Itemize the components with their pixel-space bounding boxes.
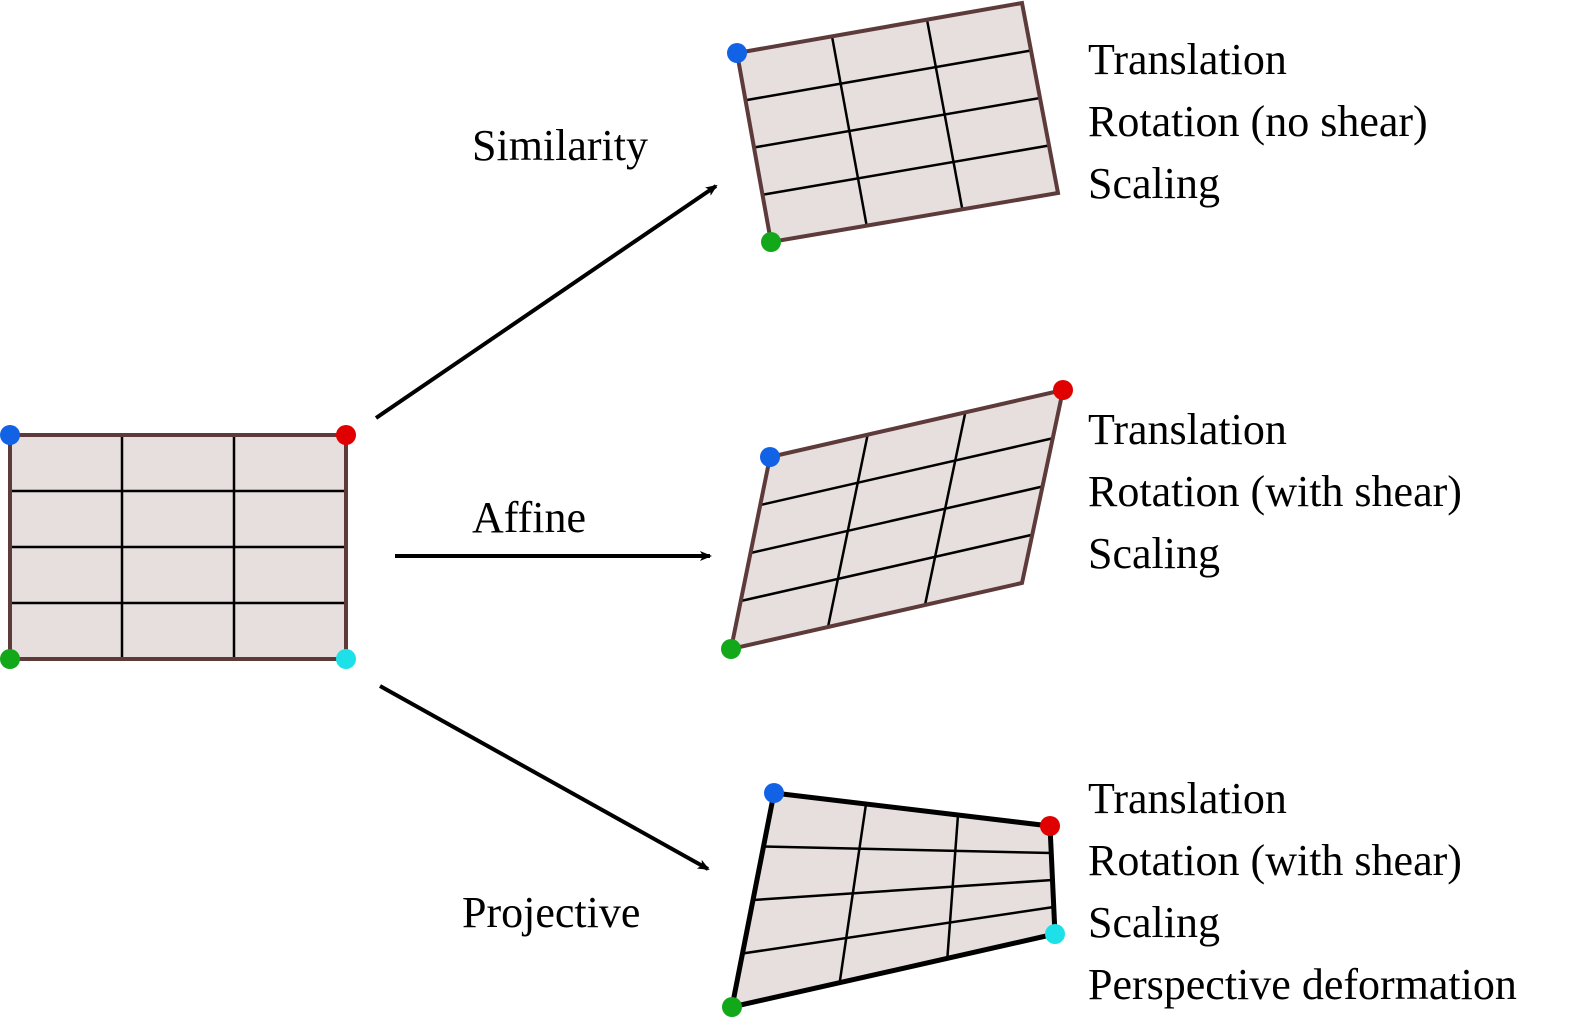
grid-line-horizontal — [750, 485, 1043, 555]
corner-point-bl — [721, 639, 741, 659]
arrow-similarity — [374, 184, 718, 420]
property: Translation — [1088, 405, 1287, 454]
label-similarity: Similarity — [472, 121, 648, 170]
corner-point-bl — [722, 997, 742, 1017]
corner-point-br — [336, 649, 356, 669]
property: Rotation (no shear) — [1088, 97, 1428, 146]
similarity-properties: Translation Rotation (no shear) Scaling — [1088, 29, 1428, 215]
original-grid — [0, 425, 356, 669]
projective-grid — [722, 783, 1065, 1017]
corner-point-tl — [764, 783, 784, 803]
grid-line-horizontal — [742, 905, 1054, 955]
grid-line-horizontal — [762, 144, 1050, 196]
grid-line-horizontal — [759, 437, 1054, 507]
corner-point-tr — [1040, 816, 1060, 836]
corner-point-tr — [1053, 380, 1073, 400]
arrow-projective — [379, 684, 710, 871]
grid-line-horizontal — [753, 96, 1041, 149]
corner-point-tl — [0, 425, 20, 445]
corner-point-tr — [336, 425, 356, 445]
similarity-grid — [727, 0, 1061, 252]
property: Translation — [1088, 35, 1287, 84]
label-projective: Projective — [462, 888, 641, 937]
grid-line-horizontal — [745, 49, 1032, 102]
affine-properties: Translation Rotation (with shear) Scalin… — [1088, 399, 1462, 585]
grid-line-horizontal — [740, 533, 1033, 603]
label-affine: Affine — [472, 493, 587, 542]
property: Scaling — [1088, 529, 1220, 578]
affine-grid — [721, 380, 1073, 659]
grid-fill — [732, 793, 1055, 1007]
grid-border — [734, 0, 1061, 245]
property: Scaling — [1088, 898, 1220, 947]
grid-line-horizontal — [763, 845, 1052, 855]
corner-point-br — [1045, 924, 1065, 944]
property: Perspective deformation — [1088, 960, 1517, 1009]
corner-point-tl — [727, 43, 747, 63]
projective-properties: Translation Rotation (with shear) Scalin… — [1088, 768, 1517, 1016]
property: Translation — [1088, 774, 1287, 823]
property: Rotation (with shear) — [1088, 836, 1462, 885]
corner-point-bl — [761, 232, 781, 252]
property: Rotation (with shear) — [1088, 467, 1462, 516]
corner-point-bl — [0, 649, 20, 669]
grid-border — [728, 387, 1066, 652]
corner-point-tl — [760, 447, 780, 467]
grid-line-horizontal — [752, 878, 1053, 902]
property: Scaling — [1088, 159, 1220, 208]
